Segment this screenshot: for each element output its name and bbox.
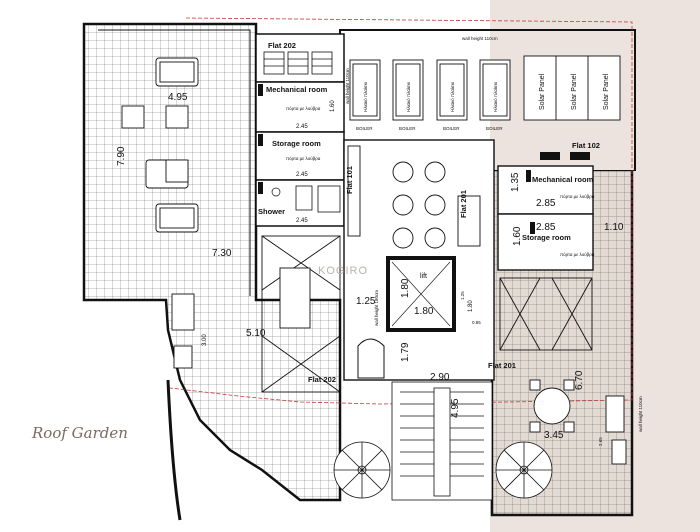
note-wall-height-left: wall height 110cm bbox=[345, 68, 350, 104]
spiral-stair-left bbox=[333, 441, 391, 499]
dim-7-30: 7.30 bbox=[212, 248, 232, 259]
dim-1-60-right: 1.60 bbox=[512, 226, 523, 246]
label-storage-room-left: Storage room bbox=[272, 139, 321, 148]
drawing-caption: Roof Garden bbox=[31, 424, 128, 442]
round-table-right bbox=[529, 379, 627, 465]
label-heater-3: Ηλιακό πλαίσιο bbox=[449, 81, 455, 112]
dim-2-85-a: 2.85 bbox=[536, 198, 556, 209]
dim-1-80-horizontal: 1.80 bbox=[414, 306, 434, 317]
dim-2-45-c: 2.45 bbox=[296, 218, 308, 224]
label-mechanical-room-right: Mechanical room bbox=[532, 175, 594, 184]
dim-2-65: 2.65 bbox=[598, 437, 603, 446]
dim-3-00: 3.00 bbox=[202, 334, 208, 346]
left-terrace bbox=[82, 22, 342, 521]
spiral-stair-right bbox=[495, 441, 553, 499]
left-shaft bbox=[261, 235, 341, 393]
label-flat-201-vertical: Flat 201 bbox=[459, 190, 468, 218]
dim-7-90: 7.90 bbox=[116, 146, 127, 166]
dim-1-25: 1.25 bbox=[356, 296, 376, 307]
note-louvre-door-4: πόρτα με λούβρα bbox=[560, 251, 595, 257]
note-wall-height-right: wall height 110cm bbox=[638, 396, 643, 432]
dim-2-45-b: 2.45 bbox=[296, 172, 308, 178]
dim-1-35: 1.35 bbox=[510, 172, 521, 192]
dim-1-80-vertical: 1.80 bbox=[400, 278, 411, 298]
note-louvre-door-1: πόρτα με λούβρα bbox=[286, 105, 321, 111]
solar-panels bbox=[523, 55, 621, 121]
dim-6-70: 6.70 bbox=[574, 370, 585, 390]
label-boiler-3: BOILER bbox=[443, 126, 460, 131]
dim-4-95-stair: 4.95 bbox=[450, 398, 461, 418]
terrace-furniture-left bbox=[121, 57, 199, 369]
note-wall-height-mid: wall height 180cm bbox=[374, 290, 379, 326]
label-heater-2: Ηλιακό πλαίσιο bbox=[405, 81, 411, 112]
label-flat-202-bottom: Flat 202 bbox=[308, 375, 336, 384]
label-solar-panel-1: Solar Panel bbox=[539, 73, 546, 110]
label-solar-panel-2: Solar Panel bbox=[571, 73, 578, 110]
dim-1-60-left: 1.60 bbox=[330, 100, 336, 112]
dim-1-80-small: 1.80 bbox=[468, 300, 474, 312]
label-flat-201-bottom: Flat 201 bbox=[488, 361, 516, 370]
dim-2-85-b: 2.85 bbox=[536, 222, 556, 233]
door-arch bbox=[357, 338, 385, 379]
dim-1-10: 1.10 bbox=[604, 222, 624, 233]
note-louvre-door-3: πόρτα με λούβρα bbox=[560, 193, 595, 199]
label-boiler-4: BOILER bbox=[486, 126, 503, 131]
staircase bbox=[391, 381, 493, 501]
right-service-block bbox=[497, 152, 594, 271]
label-flat-102: Flat 102 bbox=[572, 141, 600, 150]
label-solar-panel-3: Solar Panel bbox=[603, 73, 610, 110]
dim-0-85: 0.85 bbox=[472, 320, 481, 325]
left-service-block bbox=[255, 33, 345, 227]
solar-water-heaters bbox=[349, 59, 511, 121]
dim-5-10: 5.10 bbox=[246, 328, 266, 339]
label-boiler-1: BOILER bbox=[356, 126, 373, 131]
note-louvre-door-2: πόρτα με λούβρα bbox=[286, 155, 321, 161]
label-heater-4: Ηλιακό πλαίσιο bbox=[492, 81, 498, 112]
dim-2-45-a: 2.45 bbox=[296, 124, 308, 130]
watermark-logo-text: KOGIRO bbox=[318, 265, 368, 277]
label-flat-202-top: Flat 202 bbox=[268, 41, 296, 50]
dim-1-79: 1.79 bbox=[400, 342, 411, 362]
dim-1-25-small: 1.25 bbox=[460, 291, 465, 300]
label-boiler-2: BOILER bbox=[399, 126, 416, 131]
label-mechanical-room-left: Mechanical room bbox=[266, 85, 328, 94]
label-heater-1: Ηλιακό πλαίσιο bbox=[362, 81, 368, 112]
dim-4-95-top: 4.95 bbox=[168, 92, 188, 103]
dim-2-90: 2.90 bbox=[430, 372, 450, 383]
label-shower: Shower bbox=[258, 207, 285, 216]
label-flat-101: Flat 101 bbox=[345, 166, 354, 194]
dim-3-45: 3.45 bbox=[544, 430, 564, 441]
label-storage-room-right: Storage room bbox=[522, 233, 571, 242]
label-lift: lift bbox=[420, 273, 427, 280]
right-shaft bbox=[499, 277, 593, 351]
note-wall-height-top: wall height 110cm bbox=[462, 36, 498, 41]
property-boundary bbox=[169, 17, 633, 405]
